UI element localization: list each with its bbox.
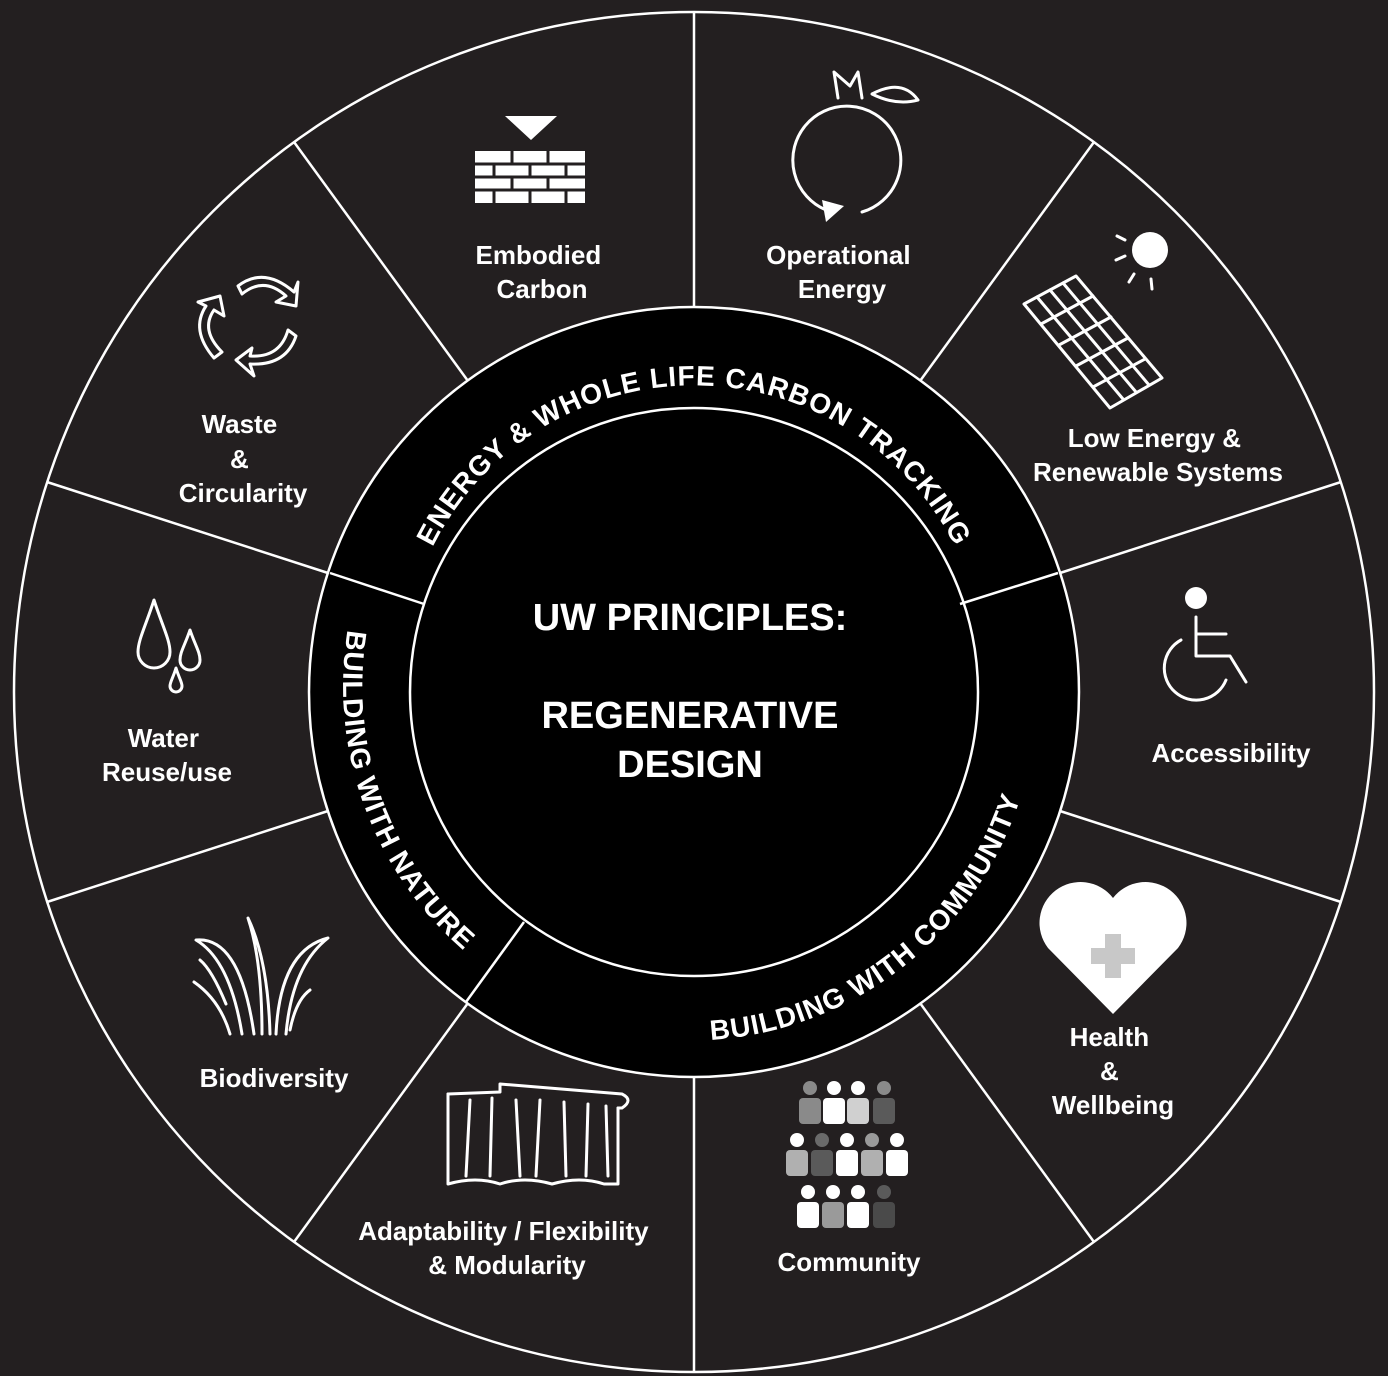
label-biodiversity: Biodiversity [200, 1063, 349, 1093]
recycle-arrows-icon [196, 275, 300, 378]
ring-dividers [329, 571, 1059, 1003]
label-accessibility: Accessibility [1152, 738, 1312, 768]
brick-wall-icon [475, 116, 585, 203]
center-disc [408, 406, 980, 978]
fruit-cycle-icon [791, 70, 920, 222]
people-group-icon [786, 1081, 908, 1228]
wheelchair-icon [1162, 587, 1248, 702]
center-line-1: REGENERATIVE [541, 695, 838, 737]
label-health: Health & Wellbeing [1052, 1022, 1174, 1120]
label-waste: Waste & Circularity [179, 409, 308, 508]
label-water: Water Reuse/use [102, 723, 232, 787]
center-line-2: DESIGN [617, 744, 763, 786]
solar-panel-icon [1022, 232, 1168, 410]
center-title: UW PRINCIPLES: [533, 597, 848, 639]
heart-plus-icon [1039, 881, 1187, 1014]
label-low-energy: Low Energy & Renewable Systems [1033, 423, 1283, 487]
water-drops-icon [136, 598, 202, 694]
label-community: Community [778, 1247, 922, 1277]
partition-screen-icon [446, 1082, 630, 1186]
label-operational-energy: Operational Energy [766, 240, 918, 304]
label-embodied-carbon: Embodied Carbon [476, 240, 609, 304]
segment-dividers [46, 12, 1342, 1372]
grass-icon [192, 916, 330, 1036]
label-adaptability: Adaptability / Flexibility & Modularity [358, 1216, 656, 1280]
